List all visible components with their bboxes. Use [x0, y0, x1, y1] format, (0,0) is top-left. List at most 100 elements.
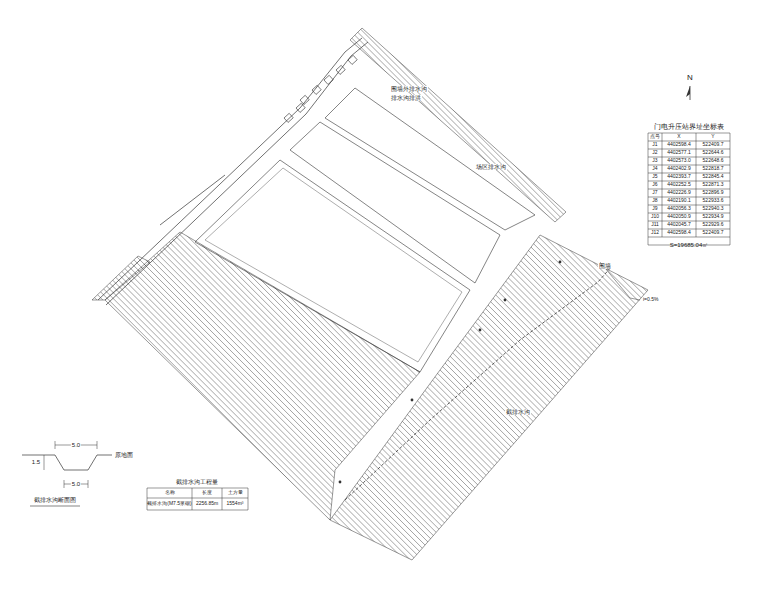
panel-row — [323, 0, 760, 357]
panel-row — [0, 193, 487, 608]
panel-row — [0, 285, 395, 608]
table-cell: 4402573.0 — [667, 158, 691, 163]
panel-row — [195, 0, 760, 485]
panel-row — [329, 0, 760, 351]
panel-row — [0, 288, 392, 608]
panel-row — [109, 0, 760, 571]
panel-row — [153, 0, 760, 527]
panel-row — [0, 9, 671, 608]
panel-row — [0, 0, 730, 608]
panel-row — [0, 68, 612, 608]
north-label: N — [687, 74, 693, 82]
panel-row — [242, 0, 760, 438]
panel-row — [287, 0, 760, 393]
panel-row — [0, 137, 543, 608]
map-label: 围墙 — [598, 263, 612, 269]
panel-row — [11, 0, 760, 608]
panel-row — [281, 0, 760, 399]
panel-row — [257, 0, 760, 423]
panel-row — [275, 0, 760, 405]
panel-row — [0, 208, 472, 608]
panel-row — [0, 163, 517, 608]
panel-row — [0, 0, 680, 608]
panel-row — [0, 33, 647, 608]
array-outline — [105, 232, 420, 520]
panel-row — [233, 0, 760, 447]
panel-row — [138, 0, 760, 542]
panel-row — [0, 42, 638, 608]
panel-row — [37, 0, 760, 608]
panel-row — [162, 0, 760, 518]
table-cell: J12 — [651, 230, 659, 235]
table-cell: 522934.9 — [703, 214, 724, 219]
panel-row — [0, 0, 698, 608]
table-cell: 长度 — [202, 490, 212, 495]
panel-row — [0, 45, 635, 608]
panel-row — [0, 252, 428, 608]
panel-row — [204, 0, 760, 476]
panel-row — [0, 160, 520, 608]
panel-row — [177, 0, 760, 503]
panel-row — [0, 300, 380, 608]
panel-row — [0, 48, 632, 608]
panel-row — [0, 244, 436, 608]
panel-row — [337, 0, 760, 343]
panel-row — [284, 0, 760, 396]
panel-row — [248, 0, 760, 432]
panel-row — [314, 0, 760, 366]
panel-row — [5, 0, 760, 608]
panel-row — [281, 0, 760, 399]
panel-row — [213, 0, 760, 467]
panel-row — [115, 0, 760, 565]
panel-row — [49, 0, 760, 608]
panel-row — [0, 95, 585, 608]
table-cell: 522896.9 — [703, 190, 724, 195]
panel-row — [135, 0, 760, 545]
panel-row — [376, 0, 760, 304]
panel-row — [171, 0, 760, 509]
panel-row — [0, 65, 615, 608]
panel-row — [334, 0, 760, 346]
panel-row — [281, 0, 760, 399]
table-line — [222, 488, 223, 510]
panel-row — [0, 27, 653, 608]
panel-row — [0, 294, 386, 608]
panel-row — [153, 0, 760, 527]
panel-row — [103, 0, 760, 577]
table-cell: 截排水沟(M7.5浆砌) — [147, 501, 191, 506]
panel-row — [0, 0, 680, 608]
panel-row — [0, 71, 609, 608]
table-cell: 1554m³ — [227, 501, 244, 506]
panel-row — [0, 264, 416, 608]
panel-row — [358, 0, 760, 322]
panel-row — [150, 0, 760, 530]
panel-row — [0, 202, 478, 608]
table-cell: 522845.4 — [703, 174, 724, 179]
